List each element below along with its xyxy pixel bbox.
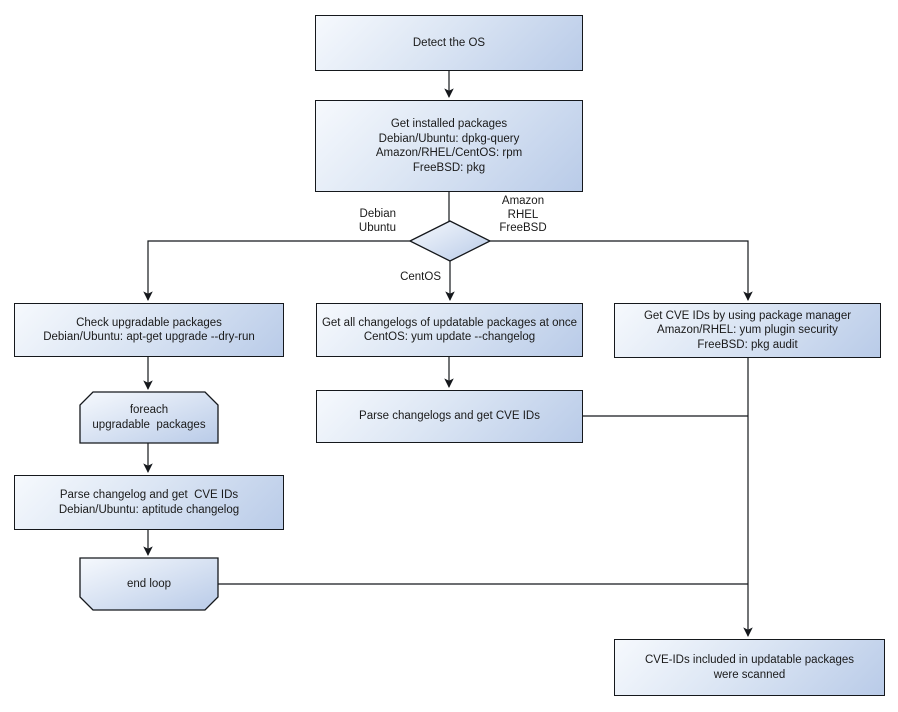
foreach-loop-shape (79, 391, 219, 444)
edge-label-centos: CentOS (381, 271, 441, 285)
node-text-line: Debian/Ubuntu: aptitude changelog (58, 503, 240, 516)
node-text-line: FreeBSD: pkg audit (697, 338, 798, 351)
edge-decision-amazon-rhel-freebsd (490, 240, 753, 301)
edge-decision-debian (143, 240, 410, 301)
node-result-cve-scanned: CVE-IDs included in updatable packages w… (614, 639, 885, 696)
node-get-cve-ids-package-manager: Get CVE IDs by using package manager Ama… (614, 303, 881, 358)
node-text-line: Amazon/RHEL/CentOS: rpm (375, 147, 523, 159)
edge-label-line: CentOS (400, 271, 441, 283)
node-text-line: end loop (126, 577, 172, 590)
node-text-line: Detect the OS (412, 36, 486, 49)
node-text-line: Parse changelog and get CVE IDs (59, 489, 239, 501)
edge-label-line: Debian (359, 208, 396, 220)
node-text-line: Debian/Ubuntu: apt-get upgrade --dry-run (43, 331, 255, 343)
node-text-line: Check upgradable packages (76, 316, 222, 329)
node-get-installed-packages: Get installed packages Debian/Ubuntu: dp… (315, 100, 583, 192)
node-foreach-upgradable-packages: foreach upgradable packages (80, 392, 218, 443)
node-text-line: Amazon/RHEL: yum plugin security (657, 324, 838, 337)
node-text-line: Get installed packages (390, 118, 508, 130)
edge-label-line: RHEL (507, 208, 539, 221)
node-text-line: CentOS: yum update --changelog (363, 331, 536, 343)
node-text-line: Parse changelogs and get CVE IDs (359, 410, 540, 423)
edge-label-line: FreeBSD (499, 222, 547, 234)
node-text-line: Get CVE IDs by using package manager (643, 309, 852, 322)
node-text-line: foreach (129, 404, 169, 416)
edge-label-debian-ubuntu: Debian Ubuntu (318, 208, 396, 235)
node-text-line: were scanned (713, 668, 786, 681)
os-decision-diamond (408, 220, 492, 262)
edge-label-line: Ubuntu (358, 221, 396, 234)
node-text-line: Get all changelogs of updatable packages… (321, 316, 578, 329)
node-parse-changelog-debian: Parse changelog and get CVE IDs Debian/U… (14, 475, 284, 530)
node-text-line: CVE-IDs included in updatable packages (644, 654, 855, 666)
edge-label-line: Amazon (501, 195, 545, 207)
node-text-line: FreeBSD: pkg (412, 161, 486, 174)
end-loop-shape (79, 557, 219, 611)
node-text-line: upgradable packages (92, 418, 206, 431)
node-check-upgradable-packages: Check upgradable packages Debian/Ubuntu:… (14, 303, 284, 357)
node-detect-os: Detect the OS (315, 15, 583, 71)
node-parse-changelogs-get-cve: Parse changelogs and get CVE IDs (316, 390, 583, 443)
node-text-line: Debian/Ubuntu: dpkg-query (378, 132, 520, 145)
node-get-all-changelogs: Get all changelogs of updatable packages… (316, 303, 583, 357)
node-end-loop: end loop (80, 558, 218, 610)
edge-label-amazon-rhel-freebsd: Amazon RHEL FreeBSD (483, 195, 563, 236)
